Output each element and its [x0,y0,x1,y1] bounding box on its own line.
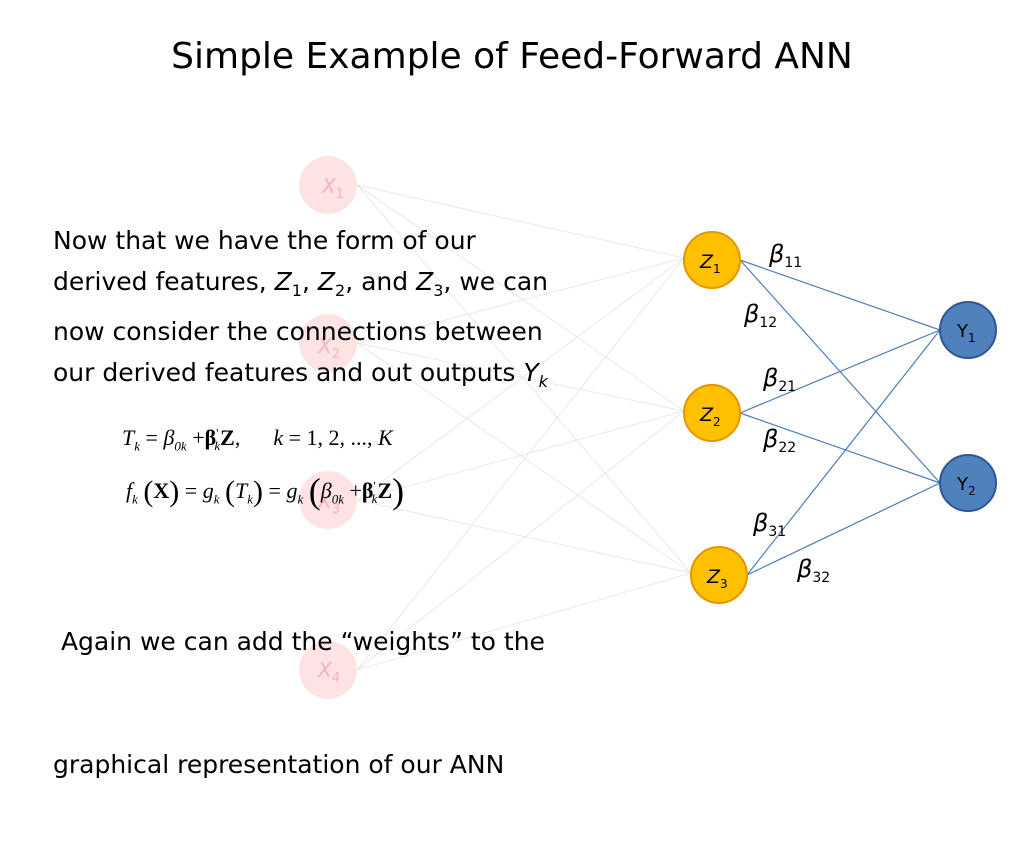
edge-x4-z2 [356,410,685,671]
edge-z3-y1 [746,329,941,576]
intro-line-4: our derived features and out outputs Yk [53,358,548,391]
edge-x3-z3 [356,499,692,574]
edge-x3-z2 [356,410,685,501]
input-node-x2: X2 [299,314,357,372]
intro-paragraph: Now that we have the form of our derived… [53,220,548,402]
hidden-node-z3: Z3 [690,546,748,604]
weights-line-2: graphical representation of our ANN [53,750,505,779]
input-node-x1-sub: 1 [336,187,344,202]
svg-text:X3: X3 [317,489,340,517]
output-node-y1: Y1 [939,301,997,359]
input-node-x3-label: X [317,489,333,513]
output-node-y2: Y2 [939,454,997,512]
input-node-x3-sub: 3 [332,502,340,517]
equation-1: Tk = β0k +β'kZ, k = 1, 2, ..., K [122,425,393,454]
input-hidden-edges [356,184,692,671]
edge-x3-z1 [356,257,685,501]
output-node-y1-label: Y [956,321,969,342]
hidden-node-z2-sub: 2 [713,415,721,429]
svg-text:Z1: Z1 [699,251,721,276]
weight-label-b31: β31 [752,509,786,540]
edge-x2-z1 [356,257,685,344]
weight-label-b22: β22 [762,425,796,456]
hidden-node-z2: Z2 [683,384,741,442]
edge-z1-y1 [739,259,941,331]
hidden-node-z3-label: Z [706,566,721,588]
hidden-node-z3-sub: 3 [720,577,728,591]
input-node-x1: X1 [299,156,357,214]
equation-2: fk (X) = gk (Tk) = gk (β0k +β'kZ) [126,471,405,511]
intro-line-1: Now that we have the form of our [53,226,476,255]
edge-x1-z2 [356,184,685,412]
weight-label-b12: β12 [743,300,777,331]
input-node-x1-label: X [321,174,337,198]
hidden-node-z2-label: Z [699,404,714,426]
input-node-x4-sub: 4 [332,671,340,686]
output-node-y1-sub: 1 [968,331,976,345]
weights-paragraph: Again we can add the “weights” to the gr… [53,539,545,867]
input-node-x3: X3 [299,471,357,529]
intro-line-2: derived features, Z1, Z2, and Z3, we can [53,267,548,300]
network-diagram: X1 X2 X3 X4 Z1 Z2 Z3 Y1 [299,156,997,699]
weight-label-b21: β21 [762,364,796,395]
svg-text:Y1: Y1 [956,321,976,345]
output-node-y2-label: Y [956,474,969,495]
edge-z3-y2 [746,482,941,576]
input-node-x4: X4 [299,641,357,699]
slide: X1 X2 X3 X4 Z1 Z2 Z3 Y1 [53,36,997,779]
edge-x1-z1 [356,184,685,259]
edge-x2-z2 [356,342,685,412]
weights-line-1: Again we can add the “weights” to the [53,627,545,656]
output-node-y2-sub: 2 [968,484,976,498]
edge-x1-z3 [356,184,692,574]
intro-line-3: now consider the connections between [53,317,543,346]
edge-x2-z3 [356,342,692,574]
weight-label-b32: β32 [796,555,830,586]
svg-text:Y2: Y2 [956,474,976,498]
input-node-x2-label: X [317,334,333,358]
svg-text:Z2: Z2 [699,404,721,429]
weight-label-b11: β11 [768,240,802,271]
hidden-output-edges [739,259,941,576]
hidden-node-z1: Z1 [683,231,741,289]
edge-z2-y1 [739,329,941,414]
edge-x4-z3 [356,572,692,671]
hidden-node-z1-label: Z [699,251,714,273]
edge-x4-z1 [356,257,685,671]
slide-title: Simple Example of Feed-Forward ANN [171,36,853,77]
svg-text:X2: X2 [317,334,340,362]
svg-text:Z3: Z3 [706,566,728,591]
hidden-node-z1-sub: 1 [713,262,721,276]
svg-text:X4: X4 [317,658,340,686]
edge-z2-y2 [739,412,941,484]
svg-text:X1: X1 [321,174,344,202]
input-node-x2-sub: 2 [332,347,340,362]
input-node-x4-label: X [317,658,333,682]
